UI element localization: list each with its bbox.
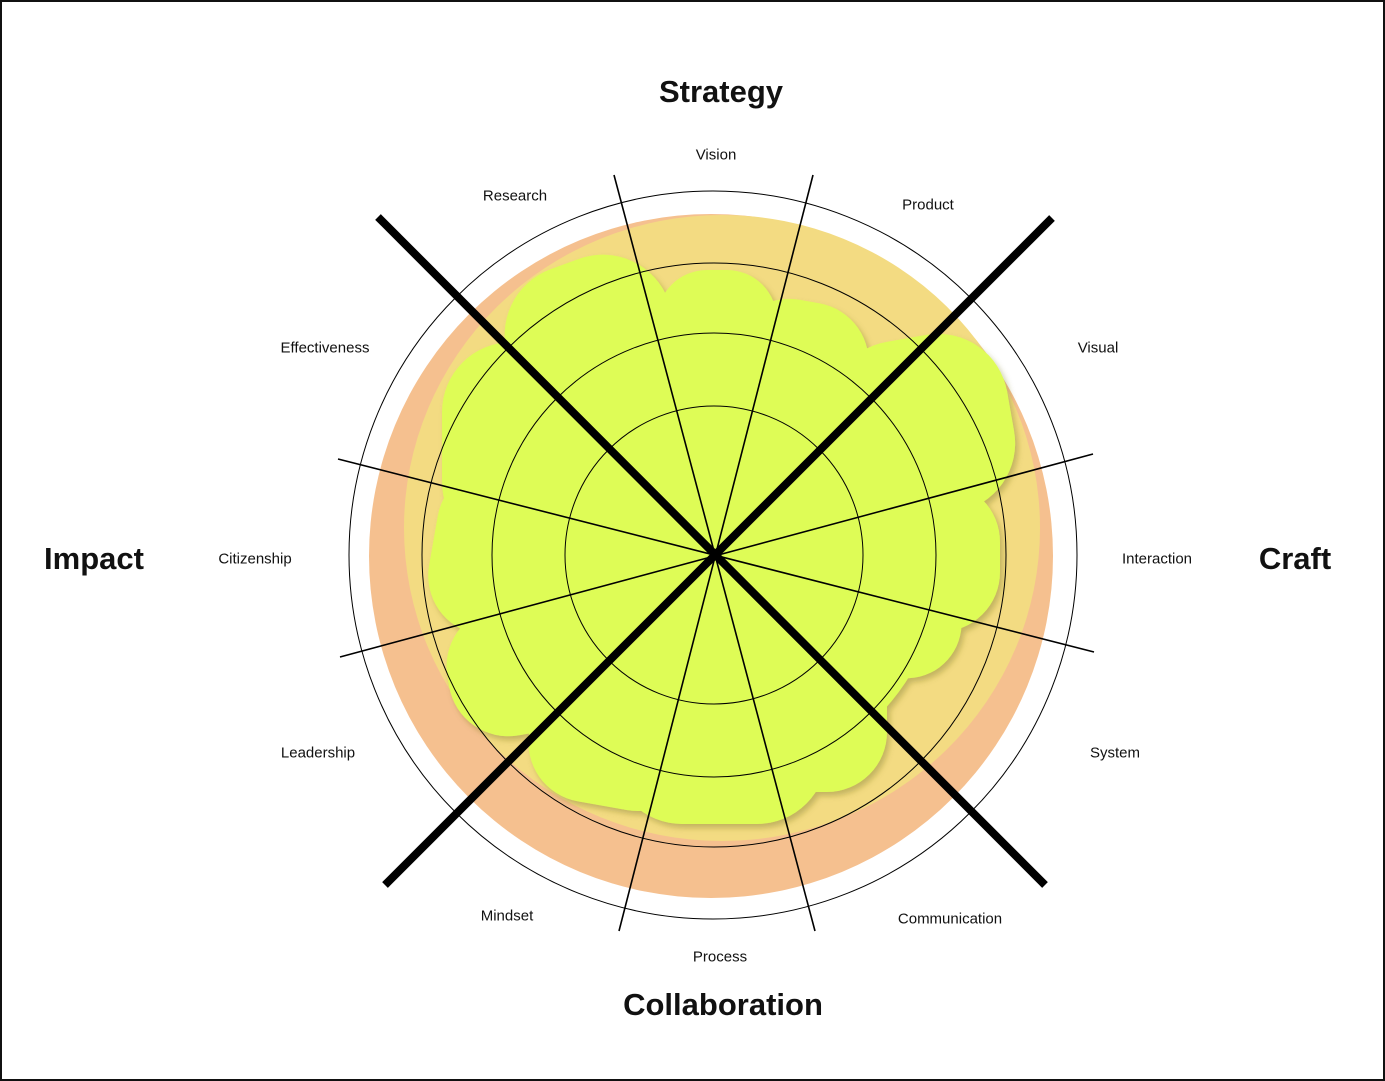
skill-citizenship: Citizenship (218, 550, 292, 568)
category-dividers (375, 214, 1055, 888)
skill-vision: Vision (695, 146, 737, 164)
category-impact: Impact (44, 541, 144, 576)
skill-product: Product (902, 196, 954, 214)
category-craft: Craft (1258, 541, 1332, 576)
skill-effectiveness: Effectiveness (280, 339, 370, 357)
ring-3 (421, 262, 1007, 848)
skill-system: System (1089, 744, 1141, 762)
divider-nw-se (375, 214, 1048, 888)
outer-guide-circle (348, 190, 1078, 920)
ring-1 (564, 405, 864, 705)
skill-process: Process (692, 948, 748, 966)
rings (421, 262, 1007, 848)
ring-2 (491, 332, 937, 778)
skill-visual: Visual (1077, 339, 1119, 357)
category-collaboration: Collaboration (623, 987, 823, 1022)
skill-communication: Communication (897, 910, 1003, 928)
skill-leadership: Leadership (280, 744, 356, 762)
divider-ne-sw (382, 215, 1055, 888)
skill-research: Research (482, 187, 548, 205)
skill-mindset: Mindset (480, 907, 534, 925)
skill-interaction: Interaction (1121, 550, 1193, 568)
category-strategy: Strategy (658, 74, 784, 109)
